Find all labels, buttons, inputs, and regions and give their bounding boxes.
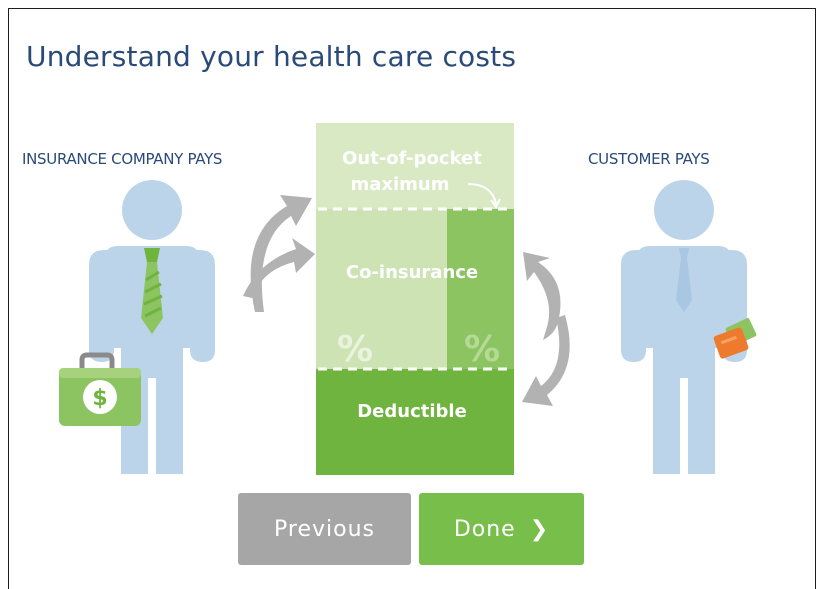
done-button[interactable]: Done ❯ [419,493,584,565]
coinsurance-customer-band [447,209,514,369]
out-of-pocket-label-line2: maximum [350,174,449,195]
out-of-pocket-band [316,123,514,209]
coinsurance-label: Co-insurance [346,262,478,283]
deductible-label: Deductible [357,401,467,422]
deductible-band [316,369,514,475]
chevron-right-icon: ❯ [529,516,550,542]
customer-person-figure [621,180,747,474]
curved-arrow-icon [467,183,497,205]
coinsurance-customer-percent: % [464,329,500,370]
insurer-arrows-icon [243,195,315,312]
done-button-label: Done [453,516,516,542]
tie-icon [141,248,163,334]
cost-column: Out-of-pocket maximum Co-insurance % % D… [316,123,514,475]
customer-arrows-icon [522,252,570,406]
coinsurance-insurer-percent: % [337,329,373,370]
page-title: Understand your health care costs [26,40,517,73]
customer-pays-label: CUSTOMER PAYS [588,150,710,168]
previous-button-label: Previous [274,516,375,542]
wallet-icon [713,318,757,359]
customer-tie-icon [676,248,692,312]
previous-button[interactable]: Previous [238,493,411,565]
out-of-pocket-label-line1: Out-of-pocket [342,148,482,169]
money-briefcase-icon: $ [59,352,141,426]
dollar-sign-icon: $ [92,386,107,411]
coinsurance-insurer-band [316,209,447,369]
insurance-company-pays-label: INSURANCE COMPANY PAYS [22,150,223,168]
